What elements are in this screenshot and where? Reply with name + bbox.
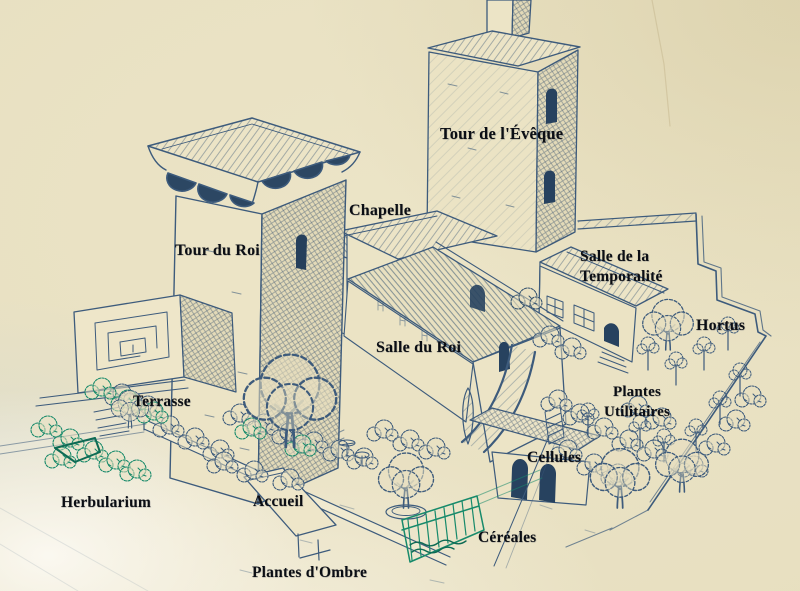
label-hortus: Hortus [696,317,746,334]
label-herbularium: Herbularium [61,494,152,511]
paper-crease [651,0,671,127]
label-plantes-d-ombre: Plantes d'Ombre [252,564,368,581]
label-cereales: Céréales [478,529,537,546]
label-salle-du-roi: Salle du Roi [376,339,462,356]
hortus-wall-drawing [565,212,772,548]
accueil-drawing [243,467,337,561]
label-terrasse: Terrasse [133,393,191,410]
salle-du-roi-drawing [261,241,567,477]
label-chapelle: Chapelle [349,202,412,219]
label-plantes-utilitaires: Plantes Utilitaires [603,384,671,420]
label-tour-de-l-eveque: Tour de l'Évêque [440,124,564,143]
label-salle-de-la-temporalite: Salle de la Temporalité [580,248,663,286]
cereales-beds-drawing [401,469,543,563]
label-tour-du-roi: Tour du Roi [175,242,260,259]
ground-lines [0,435,596,591]
label-cellules: Cellules [527,449,582,466]
teal-plants [30,377,317,482]
trees [110,298,710,520]
label-accueil: Accueil [253,493,304,510]
tour-de-l-eveque-drawing [426,0,581,253]
cypress-tree [462,387,474,445]
terrasse-drawing [35,294,237,437]
